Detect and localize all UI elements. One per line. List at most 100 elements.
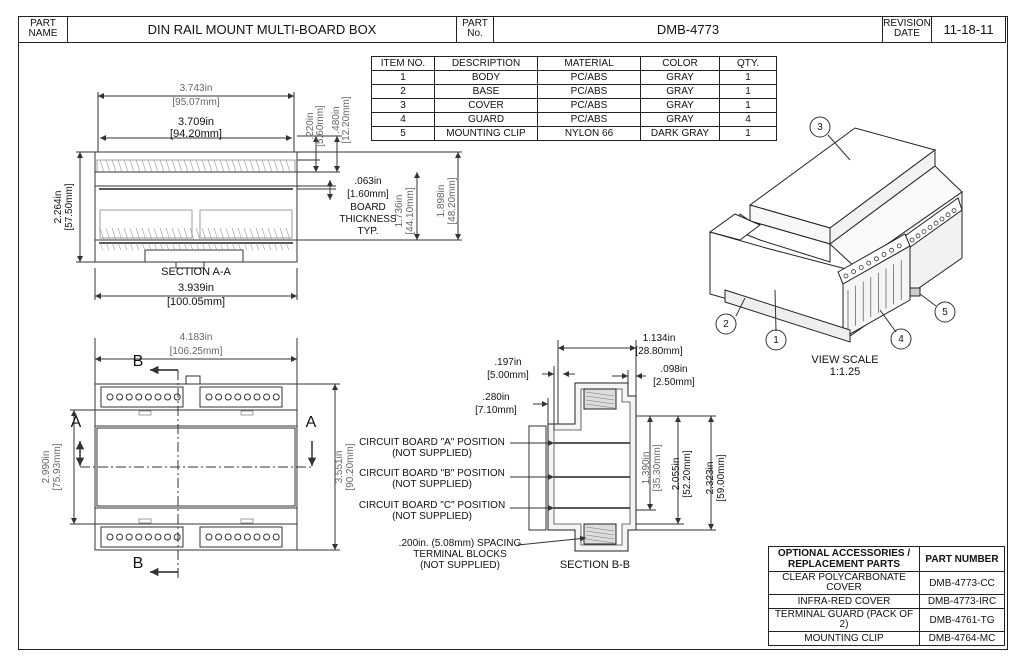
bb-d4-mm: [2.50mm] — [653, 377, 695, 388]
hatch-line — [189, 242, 194, 251]
hatch-line — [171, 242, 176, 251]
acc-cell: CLEAR POLYCARBONATE COVER — [768, 571, 920, 595]
hatch-line — [177, 159, 183, 173]
terminal-screw — [173, 393, 181, 401]
hatch-line — [153, 159, 159, 173]
hatch-line — [171, 227, 177, 241]
hatch-line — [231, 159, 237, 173]
hatch-line — [165, 159, 171, 173]
aa-board-mm: [1.60mm] — [347, 189, 389, 200]
hatch-line — [213, 159, 219, 173]
bb-d6-mm: [52.20mm] — [682, 450, 693, 498]
hatch-line — [111, 159, 117, 173]
part-name-box — [67, 16, 457, 43]
marker-a-left: A — [70, 414, 82, 431]
hatch-line — [117, 242, 122, 251]
hatch-line — [123, 159, 129, 173]
aa-h-top-mm: [5.60mm] — [315, 105, 326, 147]
hatch-line — [105, 227, 111, 241]
hatch-line — [147, 242, 152, 251]
hatch-line — [585, 538, 615, 544]
hatch-line — [219, 242, 224, 251]
iso-view-scale: 1:1.25 — [829, 366, 861, 378]
hatch-line — [189, 227, 195, 241]
aa-w-outer-in: 3.743in — [179, 83, 213, 94]
hatch-line — [159, 159, 165, 173]
hatch-line — [105, 159, 111, 173]
hatch-line — [201, 242, 206, 251]
acc-col-parts: OPTIONAL ACCESSORIES / REPLACEMENT PARTS — [768, 546, 920, 572]
terminal-screw — [205, 533, 213, 541]
hatch-line — [279, 242, 284, 251]
revision-date-box — [931, 16, 1006, 43]
front-h2-in: 3.551in — [334, 450, 345, 484]
hatch-line — [159, 227, 165, 241]
hatch-line — [273, 227, 279, 241]
terminal-screw — [915, 233, 921, 239]
accessories-table: OPTIONAL ACCESSORIES / REPLACEMENT PARTS… — [768, 546, 1005, 646]
aa-w-inner-mm: [94.20mm] — [170, 128, 222, 140]
aa-h-high-dim: 1.898in[48.20mm] — [436, 161, 458, 241]
acc-cell: DMB-4773-IRC — [919, 594, 1005, 609]
terminal-screw — [116, 533, 124, 541]
hatch-line — [183, 227, 189, 241]
bb-note-board-a: CIRCUIT BOARD "A" POSITION(NOT SUPPLIED) — [352, 437, 512, 459]
bb-d1-in: .197in — [494, 357, 522, 368]
hatch-line — [213, 227, 219, 241]
hatch-line — [111, 242, 116, 251]
hatch-line — [225, 227, 231, 241]
hatch-line — [261, 227, 267, 241]
hatch-line — [105, 242, 110, 251]
part-no-label: PART No. — [462, 18, 488, 39]
hatch-line — [237, 227, 243, 241]
aa-h-mid-dim: 1.736in[44.10mm] — [394, 171, 416, 251]
terminal-screw — [205, 393, 213, 401]
hatch-line — [129, 159, 135, 173]
hatch-line — [177, 227, 183, 241]
terminal-screw — [125, 393, 133, 401]
bom-cell: 5 — [371, 126, 435, 141]
terminal-screw — [272, 533, 280, 541]
terminal-screw — [164, 533, 172, 541]
balloon-5: 5 — [942, 307, 948, 318]
bb-d7-in: 2.323in — [705, 461, 716, 495]
terminal-screw — [234, 393, 242, 401]
terminal-screw — [874, 256, 879, 262]
hatch-line — [243, 159, 249, 173]
revision-label: REVISION DATE — [883, 18, 931, 39]
aa-w-outer-mm: [95.07mm] — [172, 97, 220, 108]
bb-board-c-text: CIRCUIT BOARD "C" POSITION — [358, 500, 506, 511]
front-w-in: 4.183in — [179, 332, 213, 343]
hatch-line — [159, 242, 164, 251]
aa-w-inner-in: 3.709in — [177, 116, 215, 128]
terminal-screw — [135, 533, 143, 541]
terminal-screw — [843, 273, 849, 279]
hatch-line — [165, 227, 171, 241]
hatch-line — [99, 159, 105, 173]
hatch-line — [225, 159, 231, 173]
hatch-line — [207, 227, 213, 241]
hatch-line — [261, 159, 267, 173]
revision-label-box — [882, 16, 932, 43]
terminal-screw — [851, 269, 856, 275]
bb-d2-mm: [7.10mm] — [475, 405, 517, 416]
accessories-header-row: OPTIONAL ACCESSORIES / REPLACEMENT PARTS… — [768, 546, 1005, 572]
hatch-line — [117, 227, 123, 241]
aa-h-top2-dim: .480in[12.20mm] — [331, 85, 352, 155]
hatch-line — [249, 227, 255, 241]
aa-h-high-in: 1.898in — [436, 184, 447, 218]
terminal-screw — [215, 533, 223, 541]
terminal-screw — [135, 393, 143, 401]
hatch-line — [285, 227, 291, 241]
hatch-line — [585, 534, 615, 540]
front-view-drawing — [70, 338, 340, 578]
front-w-mm: [106.25mm] — [169, 346, 223, 357]
terminal-screw — [253, 533, 261, 541]
hatch-line — [165, 242, 170, 251]
hatch-line — [243, 242, 248, 251]
terminal-screw — [951, 208, 957, 214]
